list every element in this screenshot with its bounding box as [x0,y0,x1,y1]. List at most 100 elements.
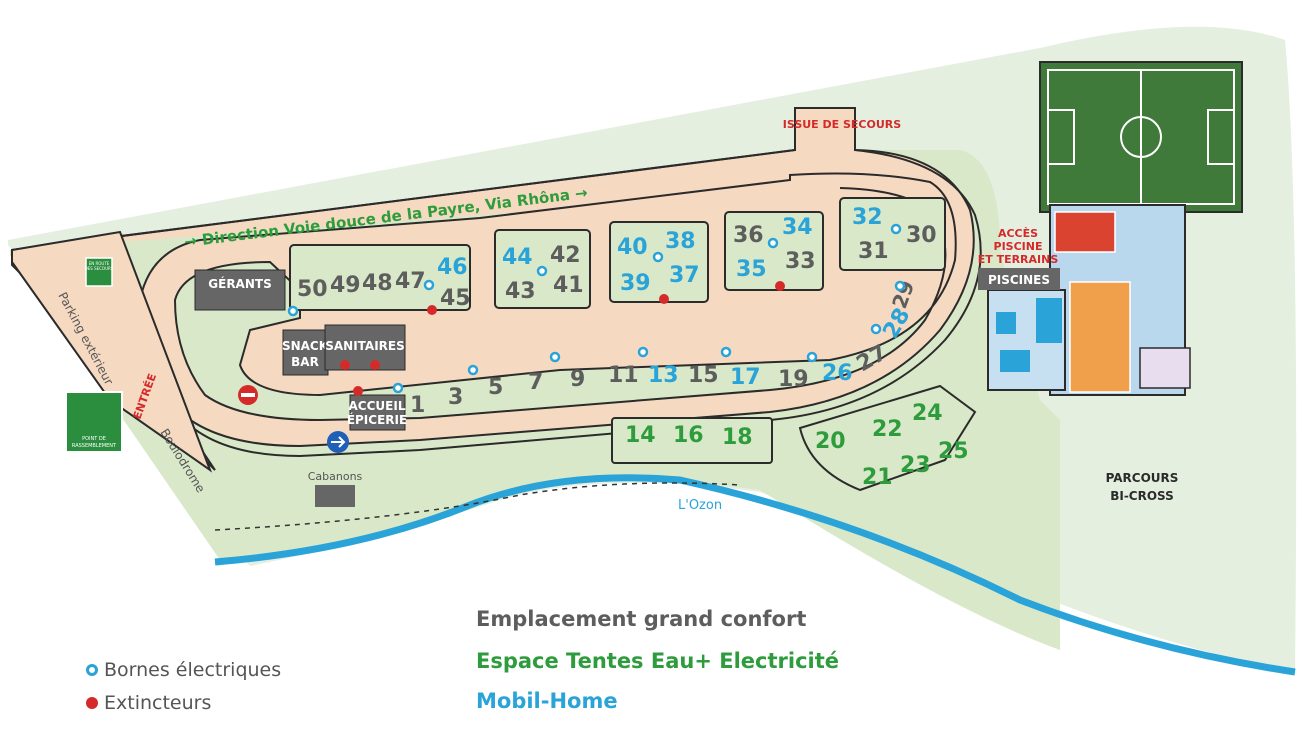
cabanons-building [315,485,355,507]
gerants-building [194,269,286,311]
lot-13: 13 [648,363,679,388]
road-main [11,107,982,471]
piscines-label: PISCINES [988,273,1050,287]
rassemblement-2: RASSEMBLEMENT [72,443,117,449]
borne-icon [890,223,902,235]
lot-45: 45 [440,286,471,311]
lot-44: 44 [502,245,533,270]
accueil-label-1: ACCUEIL [349,399,406,413]
lot-33: 33 [785,249,816,274]
lot-31: 31 [858,239,889,264]
lot-49: 49 [330,273,361,298]
cabanons-label: Cabanons [308,470,363,483]
field-center-circle [1120,116,1162,158]
lot-43: 43 [505,279,536,304]
parcours-label-1: PARCOURS [1106,471,1179,485]
legend-extincteurs-label: Extincteurs [104,692,212,714]
snack-label-2: BAR [291,355,319,369]
issue-secours-label: ISSUE DE SECOURS [783,118,901,131]
borne-icon [467,364,479,376]
legend-extincteurs: Extincteurs [86,692,211,714]
lot-42: 42 [550,243,581,268]
lot-46: 46 [437,255,468,280]
pool-small-1 [996,312,1016,334]
lot-41: 41 [553,273,584,298]
assembly-point-sign [65,391,123,453]
lot-18: 18 [722,425,753,450]
lot-39: 39 [620,271,651,296]
route-secours-sign [85,257,113,287]
borne-icon [870,323,882,335]
extincteurs-markers [340,281,785,396]
lot-26: 26 [822,361,853,386]
lot-47: 47 [395,269,426,294]
block-45-50 [289,244,471,311]
lot-50: 50 [297,277,328,302]
lot-16: 16 [673,423,704,448]
block-14-18 [611,417,773,464]
lot-34: 34 [782,215,813,240]
road [11,107,975,448]
gerants-label: GÉRANTS [208,276,271,291]
borne-icon [549,351,561,363]
borne-icon [767,237,779,249]
ozon-label: L'Ozon [678,498,722,513]
volley-court [1069,281,1131,393]
borne-icon [423,279,435,291]
borne-icon [392,382,404,394]
borne-icon [536,265,548,277]
pool-small-2 [1000,350,1030,372]
extincteur-icon [370,360,380,370]
snack-label-1: SNACK [282,339,329,353]
playground [1139,347,1191,389]
legend-bornes-label: Bornes électriques [104,659,282,681]
lot-35: 35 [736,257,767,282]
lot-30: 30 [906,223,937,248]
snack-building [282,329,329,376]
piscines-sign [978,268,1060,290]
lot-11: 11 [608,363,639,388]
block-30-32 [839,197,946,271]
path-dotted [214,482,741,531]
borne-icon [806,351,818,363]
field-box-right [1207,109,1235,165]
lot-19: 19 [778,367,809,392]
lot-1: 1 [410,393,425,418]
acces-label-2: PISCINE [994,240,1043,253]
lot-24: 24 [912,401,943,426]
accueil-label-2: ÉPICERIE [347,412,407,427]
en-route-1: EN ROUTE [89,261,110,266]
lot-17: 17 [730,365,761,390]
lot-9: 9 [570,367,585,392]
lot-37: 37 [669,263,700,288]
lot-23: 23 [900,453,931,478]
river-ozon [214,474,1296,676]
lot-20: 20 [815,429,846,454]
acces-label-3: ET TERRAINS [978,253,1059,266]
sanitaires-label: SANITAIRES [325,339,405,353]
tennis-court [1054,211,1116,253]
borne-icon [287,305,299,317]
extincteur-icon [775,281,785,291]
block-33-36 [724,211,824,291]
pool-big [1036,298,1062,343]
borne-icon [637,346,649,358]
lot-22: 22 [872,417,903,442]
borne-legend-icon [86,664,98,676]
borne-icon [652,251,664,263]
lot-36: 36 [733,223,764,248]
parking-band [11,230,213,473]
lot-7: 7 [528,370,543,395]
bornes-markers [287,223,906,394]
sanitaires-building [324,324,406,371]
lot-3: 3 [448,385,463,410]
lot-14: 14 [625,423,656,448]
extincteur-icon [659,294,669,304]
legend-grand-confort: Emplacement grand confort [476,607,807,631]
extincteur-legend-icon [86,697,98,709]
acces-label-1: ACCÈS [998,227,1038,240]
en-route-2: DES SECOURS [85,266,114,271]
lot-48: 48 [362,271,393,296]
block-20-25 [798,384,977,492]
